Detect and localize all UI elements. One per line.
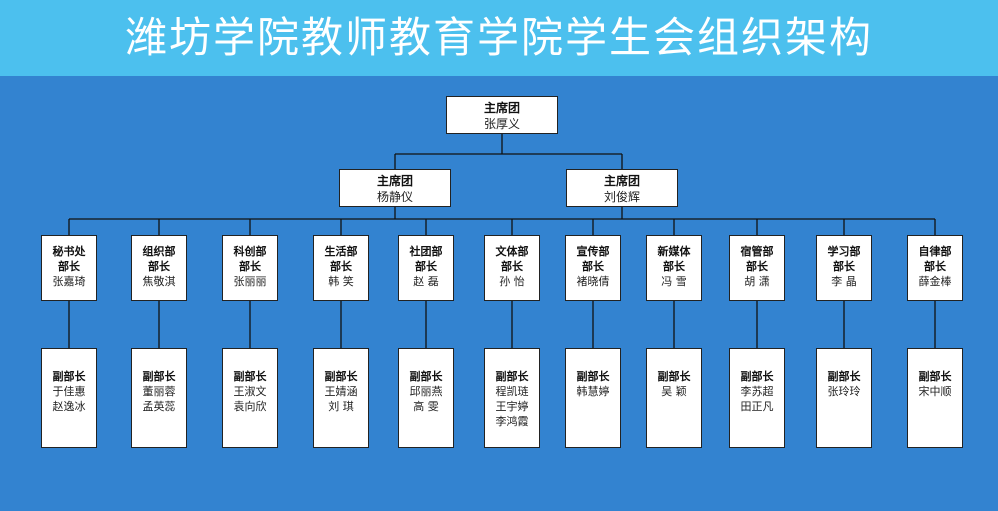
dept-role: 部长 (330, 260, 352, 273)
top-node-name: 张厚义 (483, 117, 520, 131)
dept-role: 部长 (415, 260, 437, 273)
dept-head-name: 冯 雪 (661, 275, 687, 288)
dept-name: 社团部 (409, 245, 443, 258)
top-node: 主席团 张厚义 (446, 96, 558, 134)
deputy-name: 韩慧婷 (576, 385, 610, 398)
dept-name: 宣传部 (576, 245, 610, 258)
dept-role: 部长 (501, 260, 523, 273)
dept-role: 部长 (239, 260, 261, 273)
dept-head-box: 社团部 部长 赵 磊 (398, 235, 454, 301)
deputy-role: 副部长 (233, 370, 267, 383)
deputy-role: 副部长 (324, 370, 358, 383)
dept-role: 部长 (58, 260, 80, 273)
dept-head-name: 张丽丽 (233, 275, 267, 288)
deputy-box: 副部长 王淑文 袁向欣 (222, 348, 278, 448)
deputy-name: 李鸿霞 (495, 415, 529, 428)
dept-name: 科创部 (233, 245, 267, 258)
deputy-name: 王婧涵 (324, 385, 358, 398)
second-node-role: 主席团 (376, 174, 413, 188)
dept-head-box: 宣传部 部长 褚晓倩 (565, 235, 621, 301)
second-node-role: 主席团 (603, 174, 640, 188)
dept-head-name: 焦敬淇 (142, 275, 176, 288)
second-node-left: 主席团 杨静仪 (339, 169, 451, 207)
dept-head-name: 张嘉琦 (52, 275, 86, 288)
deputy-role: 副部长 (409, 370, 443, 383)
dept-head-name: 胡 潇 (744, 275, 770, 288)
dept-head-box: 秘书处 部长 张嘉琦 (41, 235, 97, 301)
dept-head-box: 新媒体 部长 冯 雪 (646, 235, 702, 301)
deputy-box: 副部长 吴 颖 (646, 348, 702, 448)
top-node-role: 主席团 (483, 101, 520, 115)
title-banner: 潍坊学院教师教育学院学生会组织架构 (0, 0, 998, 76)
deputy-box: 副部长 王婧涵 刘 琪 (313, 348, 369, 448)
deputy-role: 副部长 (827, 370, 861, 383)
dept-name: 组织部 (142, 245, 176, 258)
deputy-name: 田正凡 (740, 400, 774, 413)
dept-head-box: 生活部 部长 韩 笑 (313, 235, 369, 301)
deputy-box: 副部长 董丽蓉 孟英蕊 (131, 348, 187, 448)
dept-head-box: 自律部 部长 薛金棒 (907, 235, 963, 301)
dept-role: 部长 (746, 260, 768, 273)
deputy-name: 高 雯 (413, 400, 439, 413)
deputy-name: 袁向欣 (233, 400, 267, 413)
deputy-role: 副部长 (740, 370, 774, 383)
deputy-name: 赵逸冰 (52, 400, 86, 413)
deputy-name: 王宇婷 (495, 400, 529, 413)
deputy-name: 李苏超 (740, 385, 774, 398)
dept-role: 部长 (663, 260, 685, 273)
deputy-role: 副部长 (142, 370, 176, 383)
dept-name: 宿管部 (740, 245, 774, 258)
deputy-box: 副部长 李苏超 田正凡 (729, 348, 785, 448)
deputy-name: 王淑文 (233, 385, 267, 398)
dept-name: 文体部 (495, 245, 529, 258)
dept-name: 学习部 (827, 245, 861, 258)
deputy-name: 张玲玲 (827, 385, 861, 398)
dept-head-name: 褚晓倩 (576, 275, 610, 288)
dept-name: 新媒体 (657, 245, 691, 258)
second-node-name: 杨静仪 (376, 190, 413, 204)
second-node-right: 主席团 刘俊辉 (566, 169, 678, 207)
dept-head-name: 李 晶 (831, 275, 857, 288)
deputy-role: 副部长 (52, 370, 86, 383)
dept-role: 部长 (582, 260, 604, 273)
deputy-role: 副部长 (657, 370, 691, 383)
deputy-role: 副部长 (495, 370, 529, 383)
dept-head-name: 孙 怡 (499, 275, 525, 288)
deputy-name: 于佳惠 (52, 385, 86, 398)
dept-head-name: 赵 磊 (413, 275, 439, 288)
deputy-box: 副部长 宋中顺 (907, 348, 963, 448)
deputy-box: 副部长 韩慧婷 (565, 348, 621, 448)
dept-role: 部长 (148, 260, 170, 273)
deputy-name: 宋中顺 (918, 385, 952, 398)
deputy-name: 吴 颖 (661, 385, 687, 398)
deputy-box: 副部长 邱丽燕 高 雯 (398, 348, 454, 448)
deputy-box: 副部长 张玲玲 (816, 348, 872, 448)
deputy-name: 董丽蓉 (142, 385, 176, 398)
deputy-box: 副部长 程凯琏 王宇婷 李鸿霞 (484, 348, 540, 448)
dept-head-box: 宿管部 部长 胡 潇 (729, 235, 785, 301)
deputy-role: 副部长 (576, 370, 610, 383)
dept-role: 部长 (833, 260, 855, 273)
dept-head-box: 文体部 部长 孙 怡 (484, 235, 540, 301)
dept-head-box: 组织部 部长 焦敬淇 (131, 235, 187, 301)
deputy-name: 孟英蕊 (142, 400, 176, 413)
dept-name: 生活部 (324, 245, 358, 258)
deputy-role: 副部长 (918, 370, 952, 383)
deputy-name: 刘 琪 (328, 400, 354, 413)
second-node-name: 刘俊辉 (603, 190, 640, 204)
chart-title: 潍坊学院教师教育学院学生会组织架构 (124, 13, 873, 62)
dept-name: 秘书处 (52, 245, 86, 258)
deputy-name: 程凯琏 (495, 385, 529, 398)
dept-head-name: 韩 笑 (328, 275, 354, 288)
deputy-name: 邱丽燕 (409, 385, 443, 398)
dept-role: 部长 (924, 260, 946, 273)
dept-name: 自律部 (918, 245, 952, 258)
dept-head-box: 学习部 部长 李 晶 (816, 235, 872, 301)
deputy-box: 副部长 于佳惠 赵逸冰 (41, 348, 97, 448)
dept-head-name: 薛金棒 (918, 275, 952, 288)
dept-head-box: 科创部 部长 张丽丽 (222, 235, 278, 301)
